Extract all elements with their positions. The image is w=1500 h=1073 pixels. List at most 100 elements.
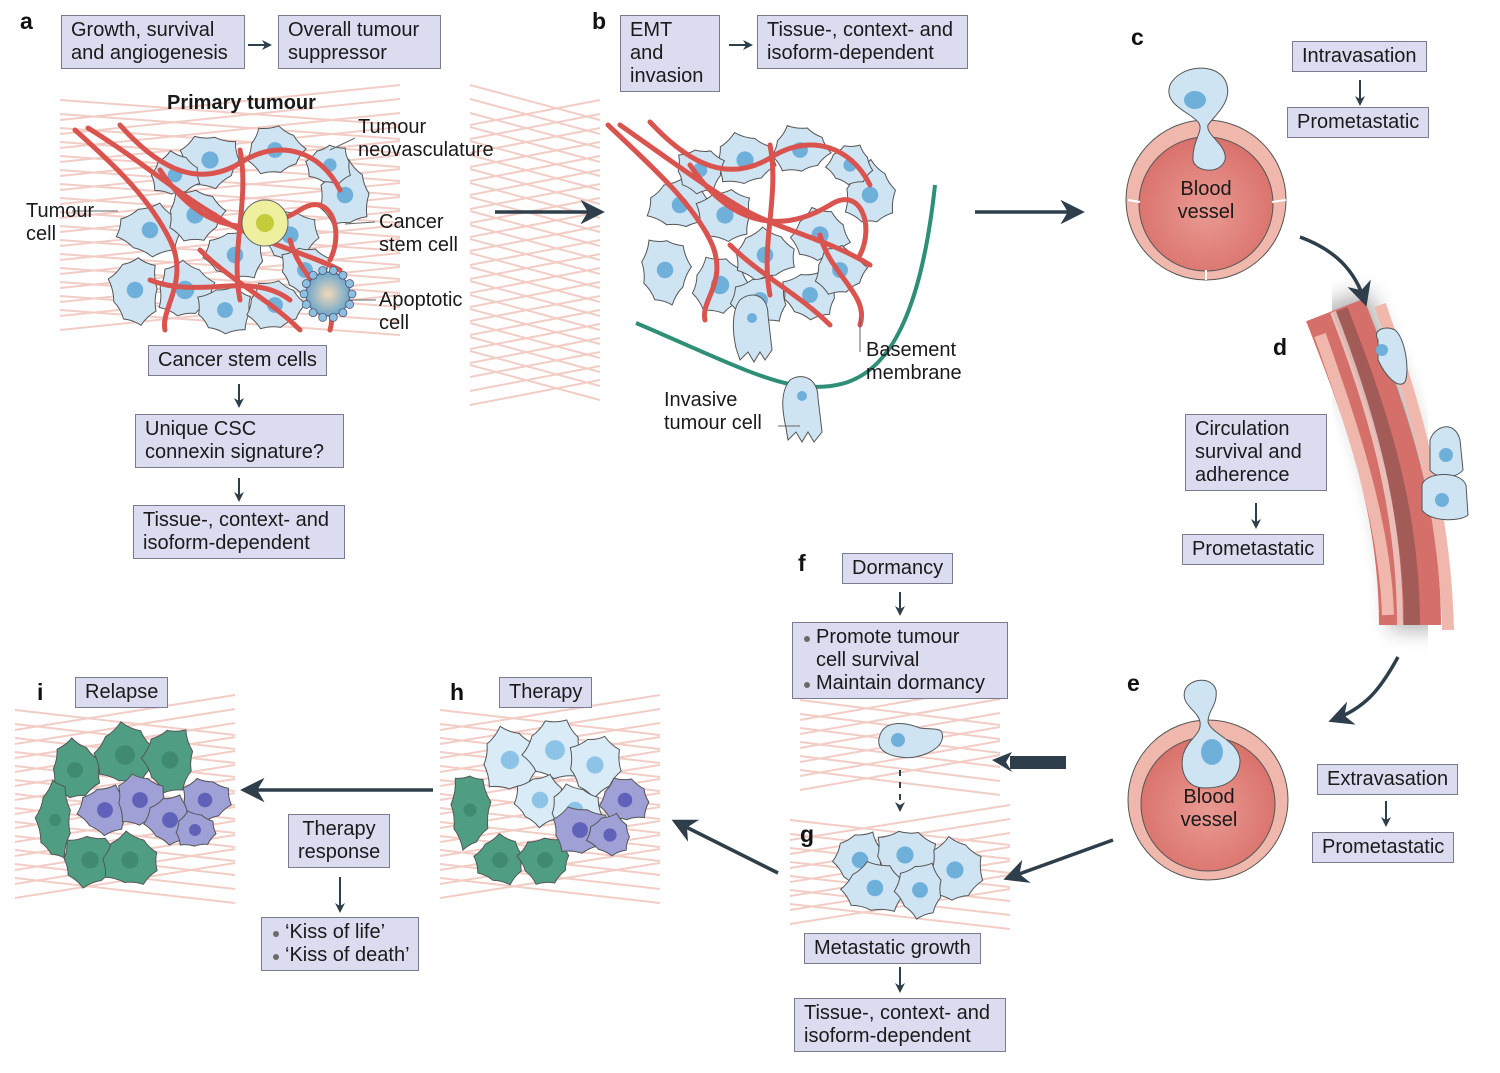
arrow-c-to-d: [1299, 235, 1371, 307]
primary-tumour-title: Primary tumour: [167, 92, 316, 114]
label-line: Tumour: [26, 200, 95, 222]
box-dormancy: Dormancy: [842, 553, 954, 584]
cell-nucleus: [866, 879, 884, 897]
leader-neovasculature: [329, 137, 356, 151]
ecm-fibre: [14, 694, 236, 731]
blood-vessel-intravasation: [1125, 67, 1287, 281]
ecm-fibre: [799, 699, 1001, 726]
cell-nucleus: [861, 186, 879, 204]
label-line: vessel: [1177, 201, 1235, 223]
cell-nucleus: [492, 852, 508, 868]
cell-nucleus: [946, 861, 964, 879]
panel-letter-e: e: [1127, 670, 1140, 696]
tumour-neovasculature: [72, 122, 343, 333]
box-b-tissue-context-isoform: Tissue-, context- and isoform-dependent: [757, 15, 968, 69]
bullet-kiss-of-death: ‘Kiss of death’: [271, 944, 410, 967]
cell-nucleus: [97, 802, 113, 818]
cell-nucleus: [49, 814, 61, 826]
apoptotic-bleb: [328, 266, 338, 276]
apoptotic-bleb: [299, 289, 309, 299]
cell-nucleus: [189, 824, 201, 836]
cell-nucleus: [463, 803, 477, 817]
box-circulation-survival-adherence: Circulation survival and adherence: [1185, 414, 1327, 491]
cell-nucleus: [201, 151, 219, 169]
cell-nucleus: [572, 822, 588, 838]
ecm-fibre: [799, 755, 1001, 782]
label-line: stem cell: [379, 234, 458, 256]
ecm-fibre: [469, 224, 601, 261]
leader-cancer-stem-cell: [344, 221, 376, 225]
circulating-cell: [1376, 327, 1408, 385]
label-blood-vessel-c: Blood vessel: [1166, 178, 1246, 224]
tumour-cells-a: [107, 125, 370, 335]
cell-nucleus: [500, 750, 520, 770]
ecm-fibre: [469, 196, 601, 233]
label-blood-vessel-e: Blood vessel: [1169, 786, 1249, 832]
box-overall-tumour-suppressor: Overall tumour suppressor: [278, 15, 441, 69]
panel-letter-d: d: [1273, 334, 1288, 360]
cell-nucleus: [175, 280, 195, 300]
cell-nucleus: [141, 221, 159, 239]
ecm-fibre: [59, 98, 401, 135]
ecm-fibre: [469, 351, 601, 378]
cell-nucleus: [586, 756, 604, 774]
ecm-fibre: [469, 239, 601, 266]
ecm-fibre: [469, 168, 601, 205]
box-intravasation: Intravasation: [1292, 41, 1427, 72]
box-e-prometastatic: Prometastatic: [1312, 832, 1455, 863]
ecm-fibre: [469, 225, 601, 252]
ecm-fibre: [469, 336, 601, 373]
label-line: neovasculature: [358, 139, 494, 161]
ecm-fibre: [469, 140, 601, 177]
cancer-stem-cell-nucleus: [256, 214, 274, 232]
label-line: Cancer: [379, 211, 444, 233]
apoptotic-bleb: [308, 308, 318, 318]
label-line: cell: [379, 312, 410, 334]
ecm-fibre: [469, 141, 601, 168]
ecm-fibre: [469, 308, 601, 345]
box-kiss-of-life-death: ‘Kiss of life’ ‘Kiss of death’: [261, 917, 419, 971]
relapse-tumour-cells: [34, 721, 232, 889]
cell-nucleus: [851, 851, 869, 869]
panel-letter-a: a: [20, 8, 33, 34]
ecm-fibre: [469, 267, 601, 294]
ecm-fibre: [469, 309, 601, 336]
ecm-fibre: [789, 889, 1011, 916]
panel-letter-f: f: [798, 550, 806, 576]
cell-nucleus: [656, 261, 674, 279]
ecm-fibre: [469, 126, 601, 163]
invasive-tumour-cell: [732, 294, 823, 443]
ecm-fibre: [469, 84, 601, 121]
ecm-fibre: [59, 99, 401, 126]
ecm-fibre: [469, 281, 601, 308]
ecm-fibre: [469, 154, 601, 191]
cell-nucleus: [545, 740, 565, 760]
cell-nucleus: [161, 751, 179, 769]
circulating-vessel: [1306, 289, 1469, 631]
ecm-fibre: [59, 84, 401, 121]
bullet-maintain-dormancy: Maintain dormancy: [802, 672, 998, 695]
box-g-tissue-context-isoform: Tissue-, context- and isoform-dependent: [794, 998, 1006, 1052]
box-growth-survival-angiogenesis: Growth, survival and angiogenesis: [61, 15, 245, 69]
apoptotic-cell: [299, 266, 357, 322]
cell-nucleus: [736, 151, 754, 169]
dormant-cell: [878, 723, 944, 759]
ecm-fibre: [469, 379, 601, 406]
label-invasive-tumour-cell: Invasive tumour cell: [664, 389, 762, 435]
cell-nucleus: [802, 287, 818, 303]
ecm-fibre: [469, 169, 601, 196]
ecm-fibre: [469, 238, 601, 275]
ecm-fibre: [469, 280, 601, 317]
apoptotic-bleb: [318, 266, 328, 276]
panel-letter-c: c: [1131, 24, 1144, 50]
cell-nucleus: [67, 762, 83, 778]
label-line: Apoptotic: [379, 289, 463, 311]
cell-nucleus: [217, 302, 233, 318]
ecm-fibre: [439, 877, 661, 904]
ecm-fibre: [469, 295, 601, 322]
apoptotic-bleb: [301, 279, 311, 288]
ecm-fibre: [469, 127, 601, 154]
apoptotic-bleb: [345, 300, 355, 309]
cell-nucleus: [617, 792, 633, 808]
